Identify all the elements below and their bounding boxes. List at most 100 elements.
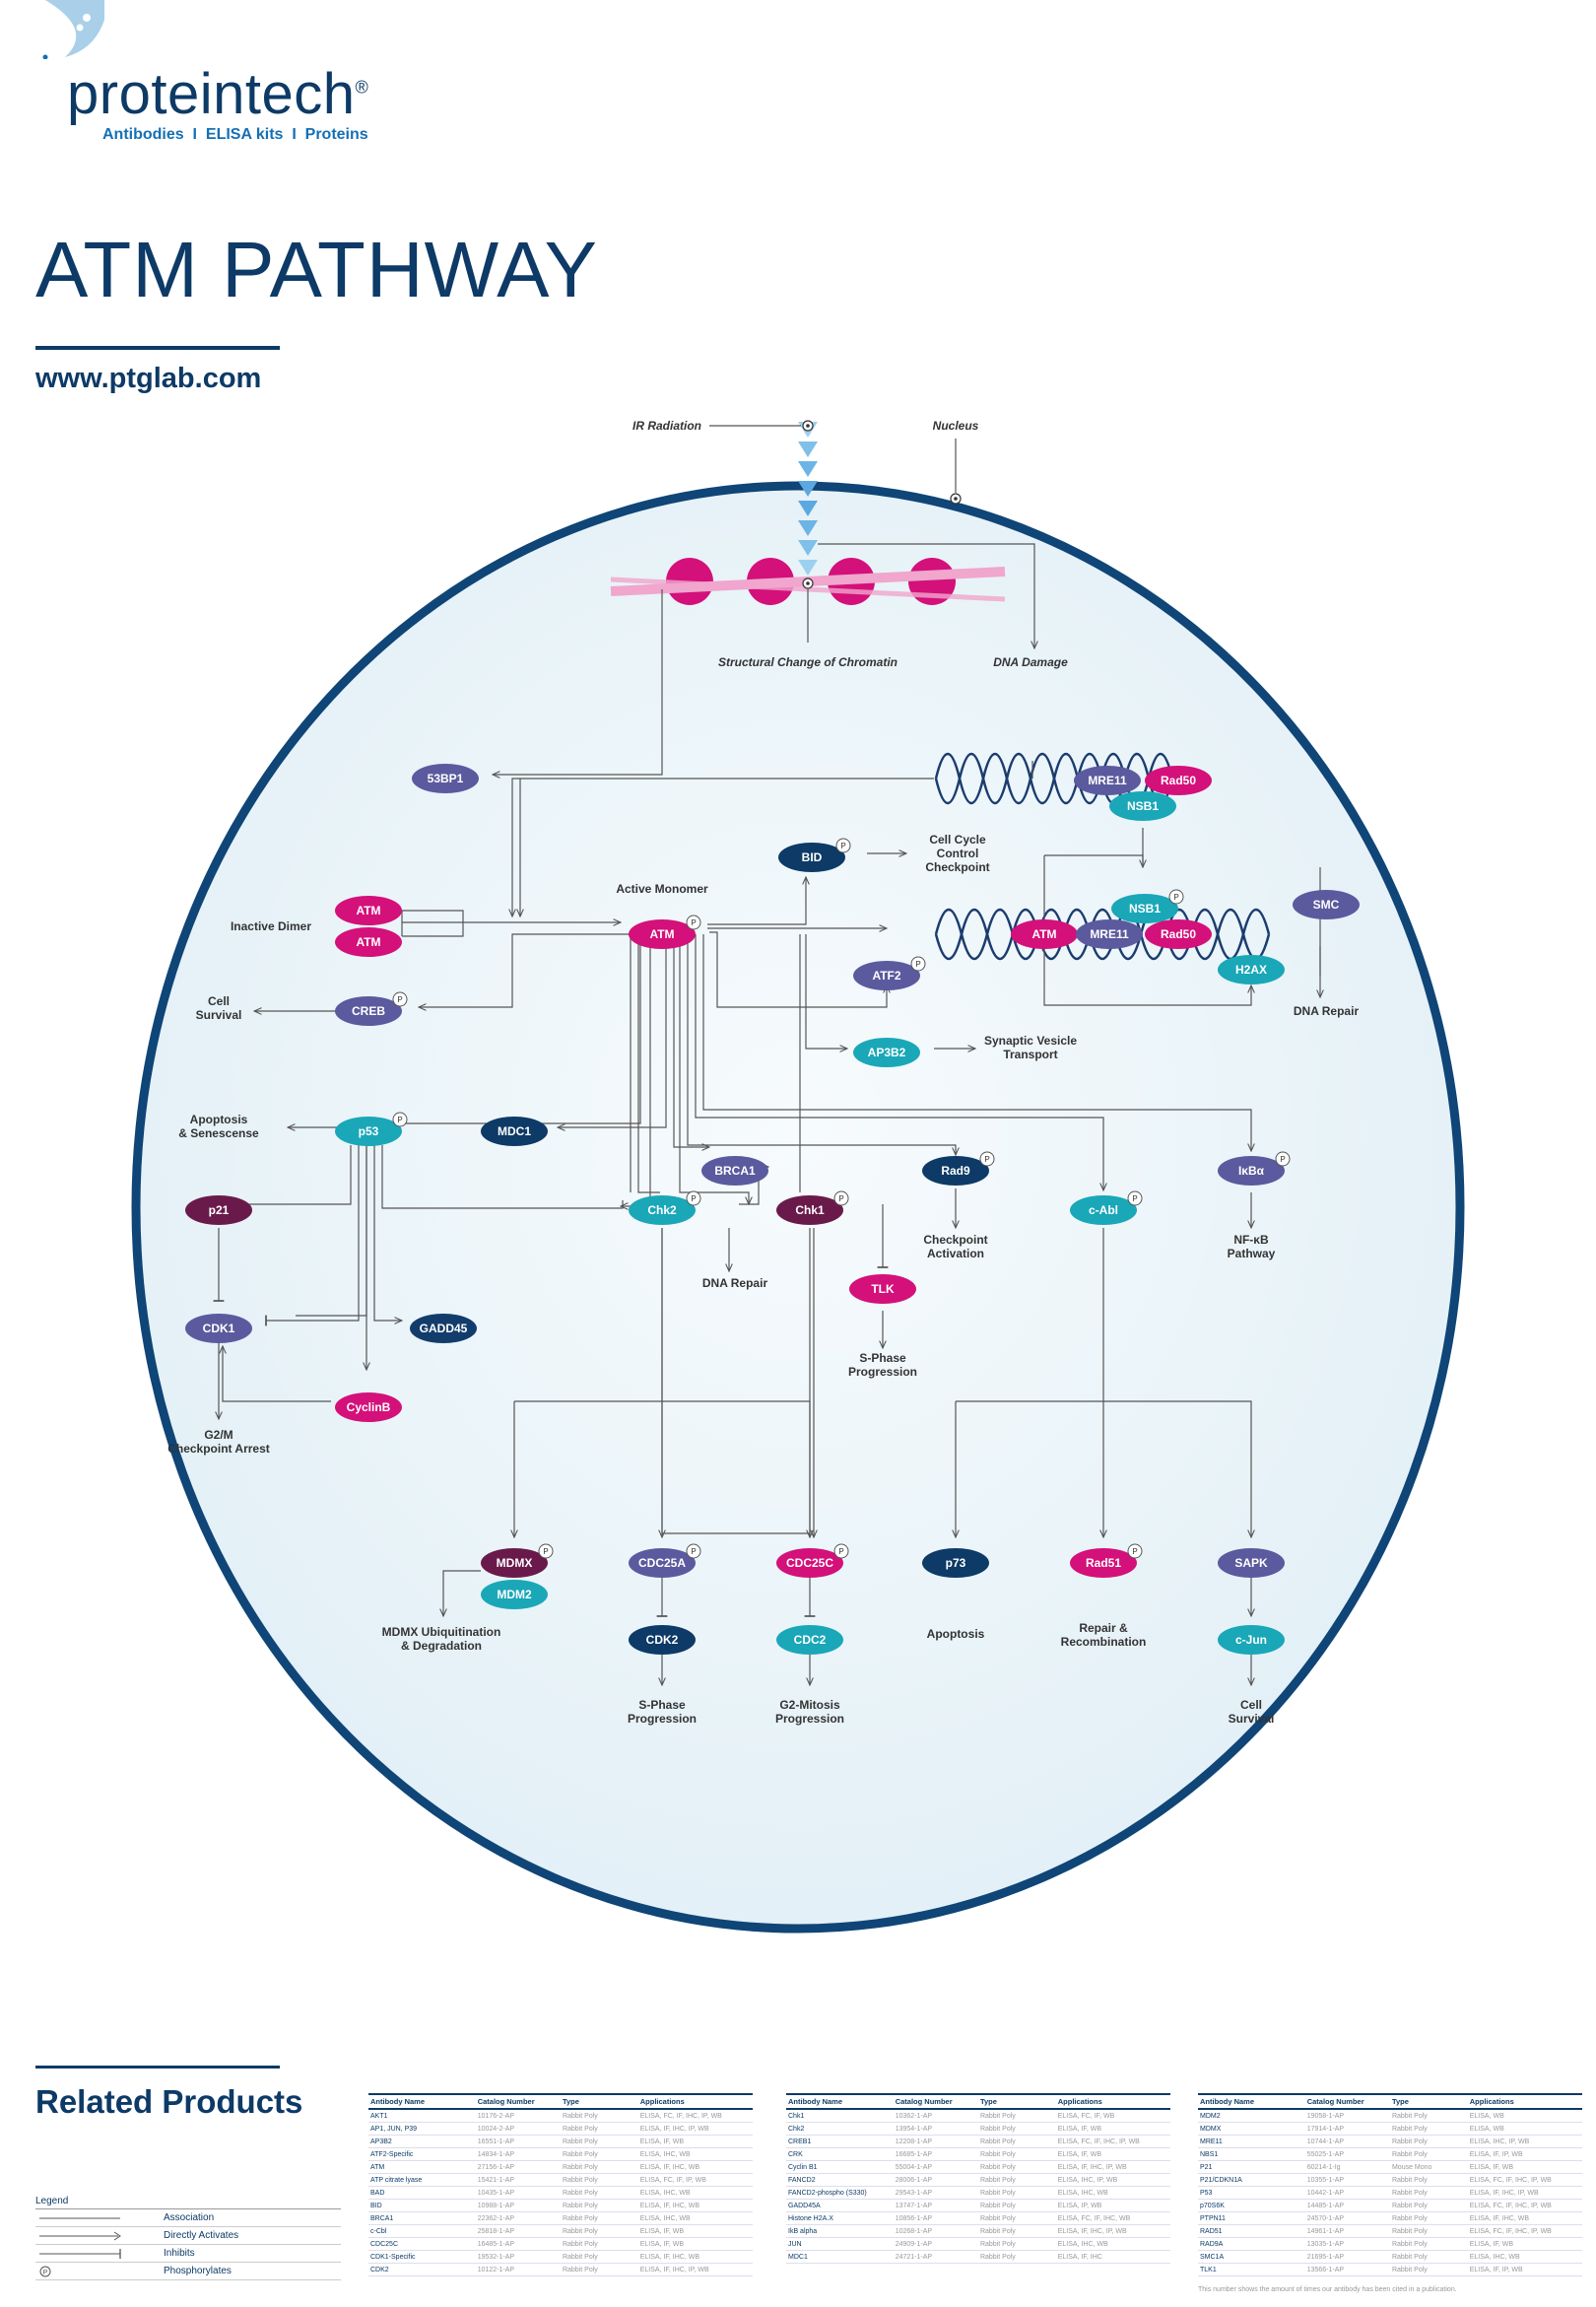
logo-mark: [42, 0, 104, 59]
label-active-monomer: Active Monomer: [616, 882, 708, 896]
table-cell: ATP citrate lyase: [368, 2173, 476, 2187]
table-cell: 22362-1-AP: [475, 2211, 561, 2225]
phospho-icon: [1275, 1151, 1291, 1167]
table-cell: 24570-1-AP: [1304, 2211, 1390, 2225]
node-gadd45: GADD45: [410, 1314, 477, 1343]
table-cell: 13035-1-AP: [1304, 2237, 1390, 2251]
node-h2ax: H2AX: [1218, 955, 1285, 984]
node-ap3b2: AP3B2: [853, 1038, 920, 1067]
table-cell: 14961-1-AP: [1304, 2224, 1390, 2238]
column-header: Type: [977, 2093, 1056, 2110]
node-mdc1: MDC1: [481, 1117, 548, 1146]
table-cell: P21: [1198, 2160, 1305, 2174]
table-cell: 24721-1-AP: [893, 2250, 978, 2264]
table-cell: Rabbit Poly: [1389, 2224, 1468, 2238]
table-cell: ELISA, FC, IF, IHC, WB: [1055, 2211, 1170, 2225]
table-cell: 17914-1-AP: [1304, 2122, 1390, 2136]
table-cell: Rabbit Poly: [1389, 2122, 1468, 2136]
svg-text:MDM2: MDM2: [497, 1588, 532, 1601]
svg-text:TLK: TLK: [871, 1282, 895, 1296]
table-cell: ELISA, IF, IHC, IP, WB: [637, 2263, 753, 2276]
table-cell: Rabbit Poly: [977, 2109, 1056, 2123]
column-header: Antibody Name: [786, 2093, 894, 2110]
label-repair: Repair &Recombination: [1061, 1621, 1147, 1649]
label-dna-repair-center: DNA Repair: [702, 1276, 768, 1290]
page-title: ATM PATHWAY: [35, 226, 598, 313]
svg-text:P: P: [691, 918, 696, 927]
table-cell: AP3B2: [368, 2135, 476, 2148]
phospho-icon: [686, 1190, 701, 1206]
table-cell: ELISA, IHC, WB: [637, 2211, 753, 2225]
table-cell: ELISA, IHC, WB: [637, 2147, 753, 2161]
svg-text:CDC2: CDC2: [794, 1633, 827, 1647]
table-cell: Rabbit Poly: [1389, 2135, 1468, 2148]
atm-pathway-diagram: IR Radiation Nucleus Structural Change o…: [131, 419, 1465, 1934]
column-header: Applications: [1467, 2093, 1582, 2110]
citation-footnote: This number shows the amount of times ou…: [1198, 2286, 1457, 2293]
table-cell: JUN: [786, 2237, 894, 2251]
column-header: Antibody Name: [368, 2093, 476, 2110]
label-apoptosis-bottom: Apoptosis: [927, 1627, 985, 1641]
svg-text:Chk1: Chk1: [795, 1203, 825, 1217]
table-cell: Rabbit Poly: [1389, 2147, 1468, 2161]
table-cell: 16551-1-AP: [475, 2135, 561, 2148]
svg-text:P: P: [984, 1155, 989, 1164]
label-mdmx-ubiq: MDMX Ubiquitination& Degradation: [382, 1625, 501, 1653]
table-cell: Mouse Mono: [1389, 2160, 1468, 2174]
table-cell: TLK1: [1198, 2263, 1305, 2276]
svg-text:H2AX: H2AX: [1235, 963, 1267, 977]
table-cell: BRCA1: [368, 2211, 476, 2225]
table-cell: 10268-1-AP: [893, 2224, 978, 2238]
table-cell: Rabbit Poly: [1389, 2186, 1468, 2200]
table-cell: 19532-1-AP: [475, 2250, 561, 2264]
table-cell: 10856-1-AP: [893, 2211, 978, 2225]
table-cell: Rabbit Poly: [1389, 2109, 1468, 2123]
column-header: Applications: [637, 2093, 753, 2110]
phospho-icon: [979, 1151, 995, 1167]
table-cell: 10988-1-AP: [475, 2199, 561, 2212]
table-cell: ELISA, IF, IHC, WB: [1467, 2211, 1582, 2225]
phospho-icon: [910, 956, 926, 972]
svg-text:SMC: SMC: [1313, 898, 1340, 912]
svg-text:P: P: [838, 1547, 843, 1556]
table-cell: ELISA, IF, IHC, IP, WB: [1055, 2224, 1170, 2238]
svg-text:Rad50: Rad50: [1161, 774, 1196, 787]
table-cell: ELISA, IP, WB: [1055, 2199, 1170, 2212]
svg-text:CyclinB: CyclinB: [347, 1400, 391, 1414]
table-cell: Rabbit Poly: [977, 2250, 1056, 2264]
table-cell: ELISA, IF, WB: [1055, 2122, 1170, 2136]
table-cell: 14485-1-AP: [1304, 2199, 1390, 2212]
table-cell: Rabbit Poly: [1389, 2173, 1468, 2187]
website-link[interactable]: www.ptglab.com: [35, 363, 262, 394]
table-cell: 10122-1-AP: [475, 2263, 561, 2276]
table-cell: Chk2: [786, 2122, 894, 2136]
node-mre11-mid: MRE11: [1076, 919, 1143, 949]
svg-text:P: P: [691, 1547, 696, 1556]
legend-phosphorylates: P Phosphorylates: [35, 2263, 341, 2280]
table-cell: P53: [1198, 2186, 1305, 2200]
node-cdc2: CDC2: [776, 1625, 843, 1655]
svg-text:MDC1: MDC1: [498, 1124, 531, 1138]
table-cell: 27156-1-AP: [475, 2160, 561, 2174]
column-header: Catalog Number: [893, 2093, 978, 2110]
table-cell: 10024-2-AP: [475, 2122, 561, 2136]
